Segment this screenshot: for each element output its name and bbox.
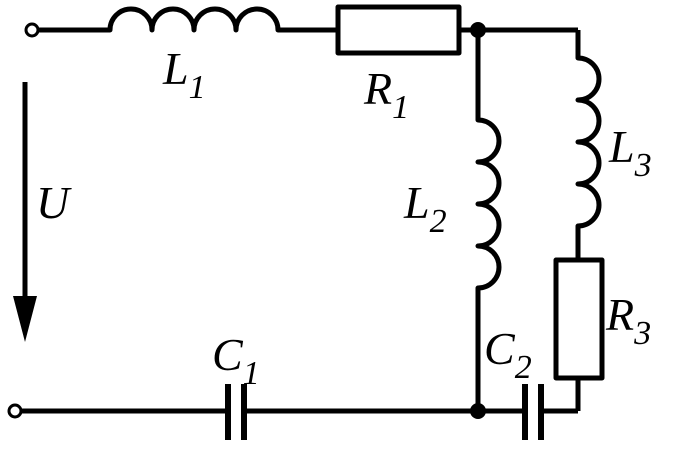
- label-l1: L1: [162, 43, 206, 106]
- label-r1: R1: [363, 63, 409, 126]
- resistor-r3: [553, 257, 605, 381]
- capacitor-c1: [225, 384, 247, 440]
- inductor-l2: [475, 117, 502, 291]
- label-voltage-u: U: [36, 177, 72, 228]
- resistor-r1: [335, 4, 462, 56]
- junction-node-bottom: [470, 403, 486, 419]
- inductor-l1: [107, 6, 281, 33]
- label-r3: R3: [605, 289, 651, 352]
- input-terminal-top: [24, 22, 40, 38]
- capacitor-c2: [522, 384, 544, 440]
- voltage-arrow: [13, 82, 37, 342]
- voltage-arrow-head: [13, 296, 37, 342]
- label-c1: C1: [212, 329, 260, 392]
- input-terminal-bottom: [7, 403, 23, 419]
- label-l3: L3: [608, 121, 652, 184]
- inductor-l3: [575, 55, 602, 229]
- label-l2: L2: [403, 177, 447, 240]
- label-c2: C2: [484, 323, 532, 386]
